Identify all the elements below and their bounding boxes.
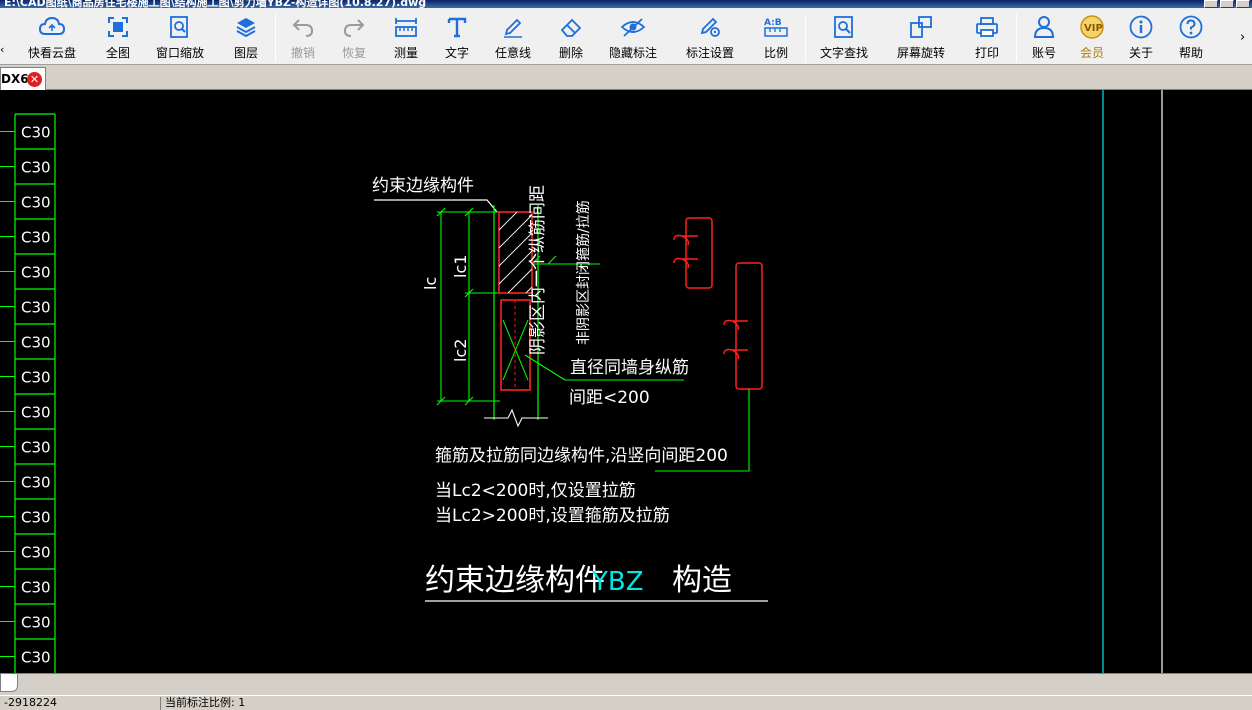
concrete-grade-table: C30C30C30C30C30C30C30C30C30C30C30C30C30C… bbox=[0, 113, 56, 673]
svg-text:A:B: A:B bbox=[764, 18, 782, 28]
leader-line bbox=[655, 389, 750, 472]
annotation-settings-icon bbox=[697, 14, 723, 40]
concrete-grade-label: C30 bbox=[21, 369, 51, 387]
scale-icon: A:B bbox=[763, 14, 789, 40]
toolbar-separator bbox=[805, 14, 806, 62]
eye-hide-icon bbox=[620, 14, 646, 40]
wall-section bbox=[484, 205, 548, 428]
eraser-icon bbox=[558, 14, 584, 40]
text-button[interactable]: 文字 bbox=[444, 14, 470, 64]
redo-icon bbox=[341, 14, 367, 40]
lc1-dimension-label: lc1 bbox=[451, 255, 470, 278]
toolbar-overflow-left[interactable]: ‹ bbox=[0, 43, 5, 56]
full-view-button[interactable]: 全图 bbox=[105, 14, 131, 64]
window-title: E:\CAD图纸\商品房住宅楼施工图\结构施工图\剪力墙YBZ-构造详图(10.… bbox=[4, 0, 427, 8]
concrete-grade-label: C30 bbox=[21, 544, 51, 562]
spacing-note: 间距<200 bbox=[569, 388, 650, 408]
concrete-grade-label: C30 bbox=[21, 404, 51, 422]
concrete-grade-label: C30 bbox=[21, 194, 51, 212]
concrete-grade-label: C30 bbox=[21, 334, 51, 352]
printer-icon bbox=[974, 14, 1000, 40]
scale-button[interactable]: A:B 比例 bbox=[763, 14, 789, 64]
minimize-button[interactable] bbox=[1204, 0, 1218, 8]
concrete-grade-label: C30 bbox=[21, 229, 51, 247]
text-icon bbox=[444, 14, 470, 40]
fullview-icon bbox=[105, 14, 131, 40]
coordinate-readout: -2918224 bbox=[4, 696, 57, 709]
close-tab-button[interactable]: ✕ bbox=[27, 72, 42, 87]
freehand-line-button[interactable]: 任意线 bbox=[495, 14, 531, 64]
layers-icon bbox=[233, 14, 259, 40]
concrete-grade-label: C30 bbox=[21, 299, 51, 317]
undo-icon bbox=[290, 14, 316, 40]
window-controls bbox=[1204, 0, 1250, 8]
constraint-edge-label: 约束边缘构件 bbox=[372, 176, 474, 196]
measure-button[interactable]: 测量 bbox=[393, 14, 419, 64]
lc2-less-note: 当Lc2<200时,仅设置拉筋 bbox=[435, 481, 636, 501]
concrete-grade-label: C30 bbox=[21, 159, 51, 177]
svg-text:VIP: VIP bbox=[1084, 23, 1103, 34]
print-button[interactable]: 打印 bbox=[974, 14, 1000, 64]
membership-button[interactable]: VIP 会员 bbox=[1079, 14, 1105, 64]
annotation-settings-button[interactable]: 标注设置 bbox=[686, 14, 734, 64]
toolbar-separator bbox=[1016, 14, 1017, 62]
diameter-note: 直径同墙身纵筋 bbox=[570, 358, 689, 378]
lc2-greater-note: 当Lc2>200时,设置箍筋及拉筋 bbox=[435, 506, 670, 526]
document-tab[interactable]: DX6 ✕ bbox=[0, 67, 46, 90]
drawing-title-main: 约束边缘构件 bbox=[425, 563, 605, 598]
user-icon bbox=[1031, 14, 1057, 40]
drawing-title-code: YBZ bbox=[591, 567, 644, 597]
layout-tab-strip bbox=[0, 673, 1252, 695]
drawing-title-suffix: 构造 bbox=[672, 563, 732, 598]
about-button[interactable]: 关于 bbox=[1128, 14, 1154, 64]
window-zoom-button[interactable]: 窗口缩放 bbox=[156, 14, 204, 64]
rotate-icon bbox=[908, 14, 934, 40]
main-toolbar: ‹ 快看云盘 全图 窗口缩放 图层 撤销 恢复 bbox=[0, 8, 1252, 65]
document-tab-bar: DX6 ✕ bbox=[0, 65, 1252, 90]
text-search-button[interactable]: 文字查找 bbox=[820, 14, 868, 64]
help-button[interactable]: 帮助 bbox=[1178, 14, 1204, 64]
shadow-spacing-label: 阴影区内一个纵筋间距 bbox=[528, 185, 548, 355]
pen-icon bbox=[500, 14, 526, 40]
leader-line bbox=[374, 199, 498, 213]
toolbar-separator bbox=[275, 14, 276, 62]
vip-icon: VIP bbox=[1079, 14, 1105, 40]
title-bar: E:\CAD图纸\商品房住宅楼施工图\结构施工图\剪力墙YBZ-构造详图(10.… bbox=[0, 0, 1252, 8]
non-shadow-label: 非阴影区封闭箍筋/拉筋 bbox=[575, 200, 592, 345]
zoom-window-icon bbox=[167, 14, 193, 40]
ruler-icon bbox=[393, 14, 419, 40]
concrete-grade-label: C30 bbox=[21, 124, 51, 142]
cloud-icon bbox=[39, 14, 65, 40]
concrete-grade-label: C30 bbox=[21, 439, 51, 457]
cloud-drive-button[interactable]: 快看云盘 bbox=[28, 14, 76, 64]
redo-button[interactable]: 恢复 bbox=[341, 14, 367, 64]
toolbar-overflow-right[interactable]: › bbox=[1240, 30, 1246, 45]
concrete-grade-label: C30 bbox=[21, 614, 51, 632]
concrete-grade-label: C30 bbox=[21, 264, 51, 282]
info-icon bbox=[1128, 14, 1154, 40]
text-search-icon bbox=[831, 14, 857, 40]
maximize-button[interactable] bbox=[1220, 0, 1234, 8]
layers-button[interactable]: 图层 bbox=[233, 14, 259, 64]
account-button[interactable]: 账号 bbox=[1031, 14, 1057, 64]
concrete-grade-label: C30 bbox=[21, 509, 51, 527]
scale-readout: 当前标注比例: 1 bbox=[160, 697, 245, 710]
stirrup-note: 箍筋及拉筋同边缘构件,沿竖向间距200 bbox=[435, 446, 728, 466]
model-tab[interactable] bbox=[0, 674, 18, 692]
undo-button[interactable]: 撤销 bbox=[290, 14, 316, 64]
drawing-svg: C30C30C30C30C30C30C30C30C30C30C30C30C30C… bbox=[0, 90, 1163, 673]
close-window-button[interactable] bbox=[1236, 0, 1250, 8]
delete-button[interactable]: 删除 bbox=[558, 14, 584, 64]
concrete-grade-label: C30 bbox=[21, 579, 51, 597]
lc-dimension-label: lc bbox=[421, 277, 440, 290]
concrete-grade-label: C30 bbox=[21, 649, 51, 667]
help-icon bbox=[1178, 14, 1204, 40]
leader-line bbox=[524, 354, 566, 381]
status-bar: -2918224 当前标注比例: 1 bbox=[0, 695, 1252, 710]
concrete-grade-label: C30 bbox=[21, 474, 51, 492]
rotate-screen-button[interactable]: 屏幕旋转 bbox=[897, 14, 945, 64]
hide-annotations-button[interactable]: 隐藏标注 bbox=[609, 14, 657, 64]
lc2-dimension-label: lc2 bbox=[451, 339, 470, 362]
